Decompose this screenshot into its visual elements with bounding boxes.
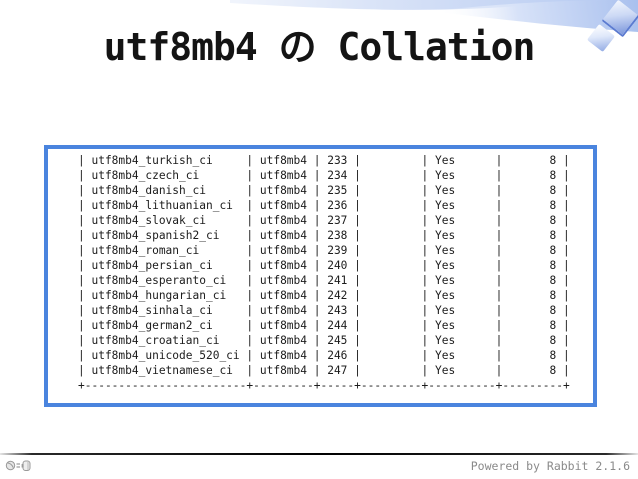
slide-title: utf8mb4 の Collation <box>103 25 536 69</box>
powered-by-label: Powered by Rabbit 2.1.6 <box>470 459 630 473</box>
footer-divider <box>0 453 638 455</box>
rabbit-progress-icon <box>5 460 31 471</box>
collation-table-output: | utf8mb4_turkish_ci | utf8mb4 | 233 | |… <box>78 154 570 392</box>
collation-output-box: | utf8mb4_turkish_ci | utf8mb4 | 233 | |… <box>44 145 597 407</box>
